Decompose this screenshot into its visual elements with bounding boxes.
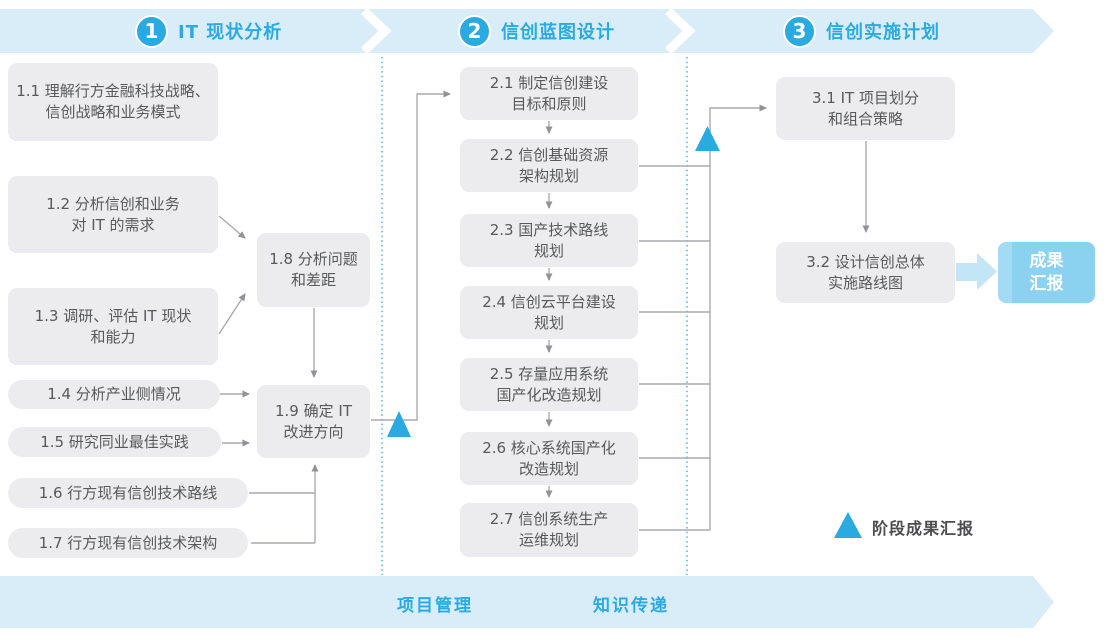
task-box-2-7: 2.7 信创系统生产 运维规划 — [460, 503, 638, 557]
milestone-triangle-icon — [695, 126, 720, 151]
task-box-2-1: 2.1 制定信创建设 目标和原则 — [460, 67, 638, 120]
task-box-2-5: 2.5 存量应用系统 国产化改造规划 — [460, 358, 638, 411]
task-box-1-3: 1.3 调研、评估 IT 现状 和能力 — [8, 288, 218, 365]
milestone-triangle-icon — [387, 411, 411, 437]
phase-title: 信创蓝图设计 — [501, 22, 615, 43]
task-box-1-1: 1.1 理解行方金融科技战略、 信创战略和业务模式 — [8, 63, 218, 141]
phase-number-badge: 1 — [135, 14, 168, 48]
chevron-separator-icon — [360, 7, 392, 55]
task-box-1-5: 1.5 研究同业最佳实践 — [8, 427, 221, 457]
chevron-separator-icon — [664, 7, 696, 55]
task-box-3-1: 3.1 IT 项目划分 和组合策略 — [776, 77, 955, 140]
task-box-2-3: 2.3 国产技术路线 规划 — [460, 214, 638, 267]
task-box-3-2: 3.2 设计信创总体 实施路线图 — [776, 242, 955, 303]
task-box-1-8: 1.8 分析问题 和差距 — [257, 233, 370, 307]
phase-header-1: 1 IT 现状分析 — [135, 14, 282, 48]
task-box-2-6: 2.6 核心系统国产化 改造规划 — [460, 432, 638, 485]
task-box-1-9: 1.9 确定 IT 改进方向 — [257, 385, 370, 458]
task-box-1-6: 1.6 行方现有信创技术路线 — [8, 478, 248, 508]
bottom-process-bar — [0, 576, 1054, 628]
task-box-1-4: 1.4 分析产业侧情况 — [8, 380, 220, 409]
result-flow-arrow-icon — [956, 253, 997, 290]
task-box-1-7: 1.7 行方现有信创技术架构 — [8, 528, 248, 558]
task-box-2-4: 2.4 信创云平台建设 规划 — [460, 286, 638, 339]
connector-lines — [218, 90, 870, 544]
result-report-box: 成果 汇报 — [998, 242, 1095, 303]
phase-number-badge: 3 — [783, 14, 816, 48]
phase-header-2: 2 信创蓝图设计 — [458, 14, 615, 48]
phase-title: IT 现状分析 — [178, 22, 283, 43]
legend-triangle-icon — [834, 512, 862, 538]
project-management-label: 项目管理 — [397, 596, 473, 616]
phase-number-badge: 2 — [458, 14, 491, 48]
legend-label: 阶段成果汇报 — [872, 519, 975, 538]
phase-header-3: 3 信创实施计划 — [783, 14, 940, 48]
task-box-2-2: 2.2 信创基础资源 架构规划 — [460, 139, 638, 192]
phase-title: 信创实施计划 — [826, 22, 940, 43]
task-box-1-2: 1.2 分析信创和业务 对 IT 的需求 — [8, 176, 218, 253]
knowledge-transfer-label: 知识传递 — [593, 596, 669, 616]
